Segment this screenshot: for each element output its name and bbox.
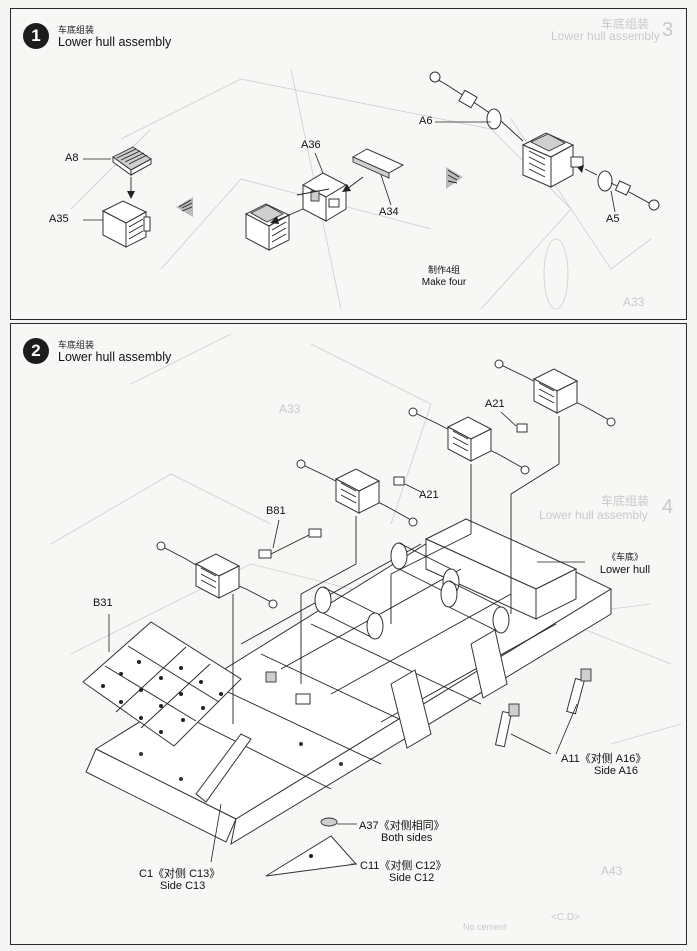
part-a11	[494, 703, 520, 748]
leader-a11	[510, 733, 552, 755]
label-c11-line1: C11《对侧 C12》	[360, 860, 447, 872]
leader-a21-top	[500, 411, 517, 427]
part-a37	[320, 817, 338, 827]
note-cn: 制作4组	[427, 265, 460, 275]
leader-a16	[555, 703, 578, 755]
bleed-step4-cn: 车底组装	[601, 494, 650, 508]
part-a6-arm	[429, 71, 524, 142]
step-2-drawing	[50, 333, 682, 877]
label-a6: A6	[419, 115, 433, 127]
label-c11-line2: Side C12	[389, 872, 435, 884]
part-b31	[82, 621, 242, 747]
part-a34	[351, 148, 405, 179]
label-a36: A36	[301, 139, 321, 151]
label-a11-line1: A11《对侧 A16》	[561, 753, 647, 765]
suspension-unit-2	[296, 459, 418, 527]
note-en: Make four	[421, 277, 467, 288]
label-a21-mid: A21	[419, 489, 439, 501]
step-1-title-cn: 车底组装	[58, 25, 95, 35]
arrow-a5	[584, 168, 598, 176]
bleed-step4-num: 4	[662, 496, 674, 518]
label-a34: A34	[379, 206, 399, 218]
leader-a5	[610, 190, 616, 213]
bleed-no-cement: No cement	[463, 922, 507, 932]
step-2-number: 2	[23, 338, 49, 364]
bleed-step3-en: Lower hull assembly	[551, 29, 660, 43]
bleed-step3-cn: 车底组装	[601, 17, 650, 31]
part-c1	[195, 733, 252, 803]
step-1-panel: 车底组装 Lower hull assembly 3 A33	[10, 8, 687, 320]
part-a5-arm	[597, 170, 660, 211]
bleed-step3-num: 3	[662, 19, 674, 41]
label-lower-hull-cn: 《车底》	[606, 552, 643, 562]
label-lower-hull-en: Lower hull	[599, 564, 651, 576]
step-2-title-cn: 车底组装	[58, 340, 95, 350]
leader-a34	[380, 174, 392, 206]
bleed-a33-2: A33	[279, 402, 301, 416]
hatched-arrow-1	[176, 197, 193, 217]
part-b81	[258, 528, 322, 559]
part-a35-second	[244, 203, 291, 251]
arrow-a5-head	[577, 165, 584, 173]
arrow-unit-3	[390, 464, 472, 624]
part-a16	[566, 668, 592, 715]
arrow-unit-4	[510, 416, 560, 614]
step-1-drawing	[70, 68, 660, 310]
arrow-a8-head	[127, 191, 135, 199]
part-a21-mid	[393, 476, 405, 486]
bleed-cd: <C.D>	[551, 912, 580, 923]
lower-hull	[85, 518, 613, 846]
arrow-a36-head	[270, 216, 279, 224]
part-a35	[101, 200, 151, 248]
label-c1-line1: C1《对侧 C13》	[139, 868, 221, 880]
leader-c1	[210, 803, 222, 863]
leader-b81	[272, 519, 280, 549]
leader-a21-mid	[404, 483, 422, 493]
arrow-unit-2	[300, 516, 357, 684]
arrow-a36-pin	[296, 188, 330, 196]
part-suspension-box	[521, 132, 584, 188]
suspension-unit-1	[156, 541, 278, 609]
label-a5: A5	[606, 213, 620, 225]
part-a36	[301, 172, 348, 222]
label-a8: A8	[65, 152, 79, 164]
label-b31: B31	[93, 597, 113, 609]
label-a37-line2: Both sides	[381, 832, 433, 844]
label-b81: B81	[266, 505, 286, 517]
part-a8	[112, 146, 152, 176]
step-2-title-en: Lower hull assembly	[58, 350, 172, 364]
bleed-step4-en: Lower hull assembly	[539, 508, 648, 522]
leader-a36	[314, 152, 324, 174]
step-1-number: 1	[23, 23, 49, 49]
step-1-title-en: Lower hull assembly	[58, 35, 172, 49]
torsion-drums	[314, 542, 510, 640]
label-a35: A35	[49, 213, 69, 225]
bleed-a33: A33	[623, 295, 645, 309]
label-a21-top: A21	[485, 398, 505, 410]
label-a37-line1: A37《对侧相同》	[359, 820, 445, 832]
part-a21-top	[516, 423, 528, 433]
arrow-a34-head	[342, 184, 351, 192]
bleed-a43: A43	[601, 864, 623, 878]
hatched-arrow-2	[446, 167, 463, 189]
suspension-unit-3	[408, 407, 530, 475]
label-a11-line2: Side A16	[594, 765, 639, 777]
label-c1-line2: Side C13	[160, 880, 206, 892]
arrow-a36	[274, 208, 304, 222]
suspension-unit-4	[494, 359, 616, 427]
arrow-a34	[346, 176, 364, 190]
step-2-panel: 车底组装 Lower hull assembly 4 A33 A43 No ce…	[10, 323, 687, 945]
bleed-through-lines	[70, 68, 652, 310]
